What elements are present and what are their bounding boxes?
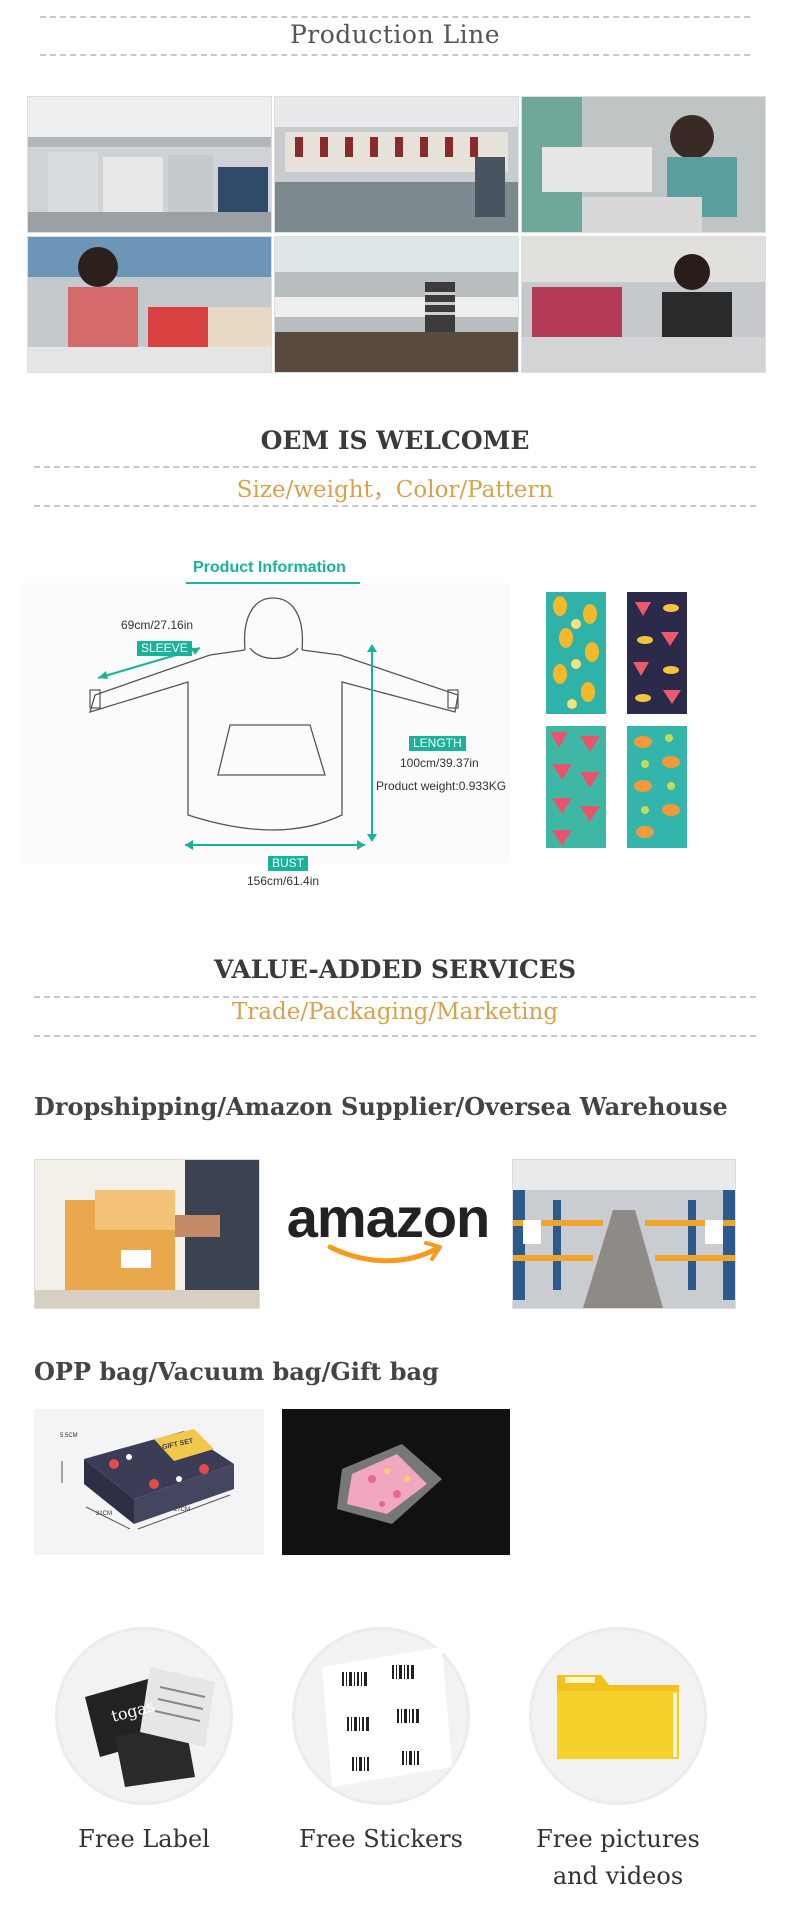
bust-tag: BUST [268,856,309,871]
product-info-underline [186,582,360,584]
hoodie-diagram [89,597,459,850]
pattern-papaya [627,726,687,848]
vas-divider-top [34,996,756,998]
sleeve-value: 69cm/27.16in [121,618,194,632]
gift-box-photo: 5.5CM 21CM 27CM GIFT SET [34,1409,264,1555]
product-info-heading: Product Information [193,559,346,576]
pattern-watermelon-dark [627,592,687,714]
free-pictures-caption-line1: Free pictures [536,1825,700,1853]
folder-icon [557,1675,679,1759]
free-label-caption: Free Label [78,1825,210,1853]
factory-photo-5 [274,236,519,373]
free-stickers-circle [292,1627,470,1805]
box-dim-width: 21CM [96,1511,113,1517]
free-pictures-caption-line2: and videos [552,1862,684,1890]
barcode-stickers-icon [322,1647,452,1787]
packing-boxes-photo [34,1159,260,1309]
length-tag: LENGTH [409,736,466,751]
vas-divider-bottom [34,1035,756,1037]
oem-title: OEM IS WELCOME [260,426,530,455]
factory-photo-1 [27,96,272,233]
product-weight: Product weight:0.933KG [376,779,507,793]
product-diagram-bg [20,583,510,863]
free-label-circle: togas [55,1627,233,1805]
oem-divider-bottom [34,505,756,507]
bust-value: 156cm/61.4in [247,874,320,888]
label-tags-icon: togas [85,1667,215,1787]
box-dim-length: 27CM [174,1507,191,1513]
factory-photo-4 [27,236,272,373]
amazon-smile-icon [327,1241,442,1264]
value-added-title: VALUE-ADDED SERVICES [213,955,577,984]
oem-divider-top [34,466,756,468]
amazon-wordmark: amazon [286,1186,491,1249]
dropshipping-heading: Dropshipping/Amazon Supplier/Oversea War… [34,1092,728,1121]
factory-photo-2 [274,96,519,233]
bags-heading: OPP bag/Vacuum bag/Gift bag [34,1357,439,1386]
value-added-subtitle: Trade/Packaging/Marketing [231,999,559,1025]
production-line-title: Production Line [289,20,501,49]
pattern-strawberry [546,726,606,848]
warehouse-photo [512,1159,736,1309]
box-dim-height: 5.5CM [60,1433,78,1439]
factory-photo-6 [521,236,766,373]
free-stickers-caption: Free Stickers [299,1825,463,1853]
sleeve-tag: SLEEVE [137,641,192,656]
free-pictures-circle [529,1627,707,1805]
amazon-logo: amazon [284,1185,492,1285]
divider-top [40,16,750,18]
factory-photo-3 [521,96,766,233]
vacuum-bag-photo [282,1409,510,1555]
divider-bottom [40,54,750,56]
length-value: 100cm/39.37in [400,756,479,770]
pattern-pineapple [546,592,606,714]
oem-subtitle: Size/weight，Color/Pattern [236,477,554,503]
